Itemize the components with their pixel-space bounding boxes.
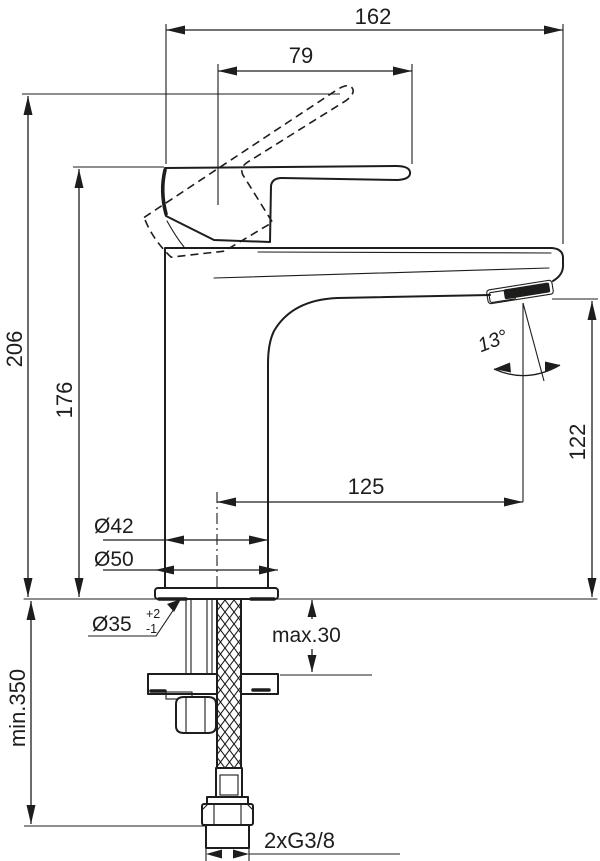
handle-left-edge-shading [160, 168, 168, 216]
dim-dia50-label: Ø50 [94, 548, 134, 571]
dim-206-label: 206 [2, 331, 27, 368]
clamping-bracket [147, 673, 279, 695]
below-deck-assembly [147, 597, 279, 849]
hose-edges [216, 597, 242, 769]
dim-dia42-label: Ø42 [94, 515, 134, 538]
dim-79-label: 79 [289, 43, 313, 68]
g38-nut-facets [201, 803, 254, 826]
dim-min350-label: min.350 [5, 669, 30, 747]
dim-13deg-label: 13° [475, 326, 511, 357]
dim-79: 79 [218, 43, 412, 76]
dim-dia42: Ø42 [94, 515, 268, 545]
dim-125-label: 125 [348, 474, 385, 499]
hose-fitting-detail [219, 774, 239, 796]
dim-dia35-label: Ø35 [92, 613, 132, 636]
aerator [486, 279, 554, 305]
dim-max30-label: max.30 [272, 624, 341, 647]
dim-thread-label: 2xG3/8 [264, 828, 335, 853]
dim-122-label: 122 [565, 424, 590, 461]
g38-thread-tail [205, 824, 250, 849]
bracket-gaskets [149, 688, 271, 693]
dim-max30: max.30 [272, 600, 341, 672]
dim-176-label: 176 [52, 382, 77, 419]
dim-162: 162 [166, 4, 563, 35]
dim-125: 125 [216, 474, 523, 588]
dim-162-label: 162 [355, 4, 392, 29]
dim-thread: 2xG3/8 [206, 828, 335, 859]
handle-neck-curve [166, 220, 185, 248]
extension-lines [22, 24, 598, 861]
base-plate [154, 587, 279, 600]
spout-underside [267, 294, 491, 589]
dim-dia35-tol-plus: +2 [146, 607, 160, 621]
handle-solid [160, 165, 412, 248]
handle-raised-ghost [143, 84, 354, 258]
g38-nut [201, 803, 254, 826]
dim-dia35-tol-minus: -1 [146, 622, 157, 636]
shank-nut-facets [185, 696, 206, 734]
dim-dia50: Ø50 [94, 548, 278, 575]
dim-122: 122 [565, 301, 597, 597]
dim-176: 176 [52, 169, 84, 597]
spout-silhouette-line [213, 267, 550, 279]
dim-dia35: Ø35 +2 -1 [88, 599, 181, 637]
shank-inner [190, 598, 208, 677]
hose-braid [217, 598, 241, 768]
shank-outer [185, 598, 213, 677]
dim-min350: min.350 [5, 601, 36, 824]
body-spout-top [164, 247, 564, 589]
shank-nut [175, 696, 217, 734]
dim-206: 206 [2, 96, 33, 597]
dim-13deg: 13° [475, 302, 561, 502]
faucet-body [154, 247, 564, 601]
spout-top-chamfer [257, 251, 552, 254]
handle-outline [161, 165, 412, 243]
